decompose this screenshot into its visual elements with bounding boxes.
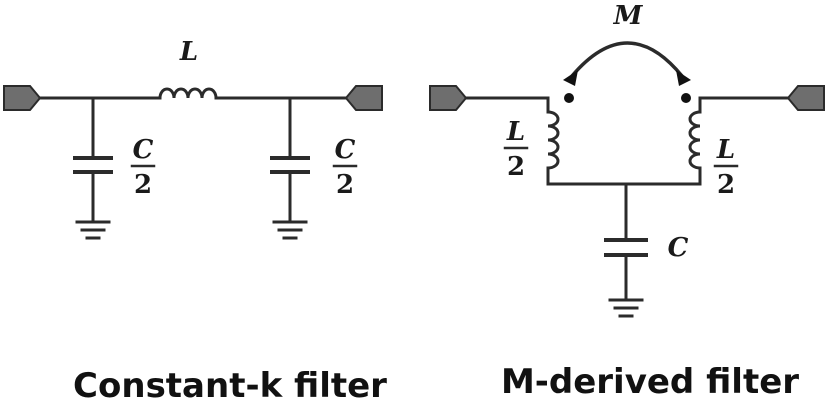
constant-k-caption: Constant-k filter: [73, 366, 387, 404]
m-right-inductor: [688, 110, 701, 170]
inductor-label-L: L: [179, 37, 198, 67]
m-ground-symbol: [608, 298, 644, 318]
cap-right-denominator: 2: [336, 170, 354, 200]
m-output-terminal: [786, 85, 825, 111]
constant-k-circuit: L C 2 C 2: [3, 37, 383, 240]
m-right-dot: [681, 93, 691, 103]
m-right-ind-numerator: L: [716, 135, 735, 165]
m-derived-caption: M-derived filter: [501, 362, 799, 402]
input-terminal: [3, 85, 42, 111]
mutual-arrowhead-right: [676, 70, 691, 86]
ground-symbol-right: [272, 220, 308, 240]
cap-left-denominator: 2: [134, 170, 152, 200]
m-left-inductor: [547, 110, 560, 170]
m-cap-label-C: C: [668, 233, 689, 263]
m-left-ind-denominator: 2: [507, 152, 525, 182]
m-input-terminal: [429, 85, 468, 111]
mutual-coupling-arc: [570, 41, 684, 78]
output-terminal: [344, 85, 383, 111]
m-left-ind-numerator: L: [506, 117, 525, 147]
m-left-dot: [564, 93, 574, 103]
cap-left-numerator: C: [133, 135, 154, 165]
ground-symbol-left: [75, 220, 111, 240]
m-right-ind-denominator: 2: [717, 170, 735, 200]
cap-right-numerator: C: [335, 135, 356, 165]
mutual-label-M: M: [613, 1, 644, 31]
series-inductor: [158, 87, 218, 99]
m-derived-circuit: M L 2 L 2 C: [429, 1, 825, 318]
mutual-arrowhead-left: [563, 70, 578, 86]
